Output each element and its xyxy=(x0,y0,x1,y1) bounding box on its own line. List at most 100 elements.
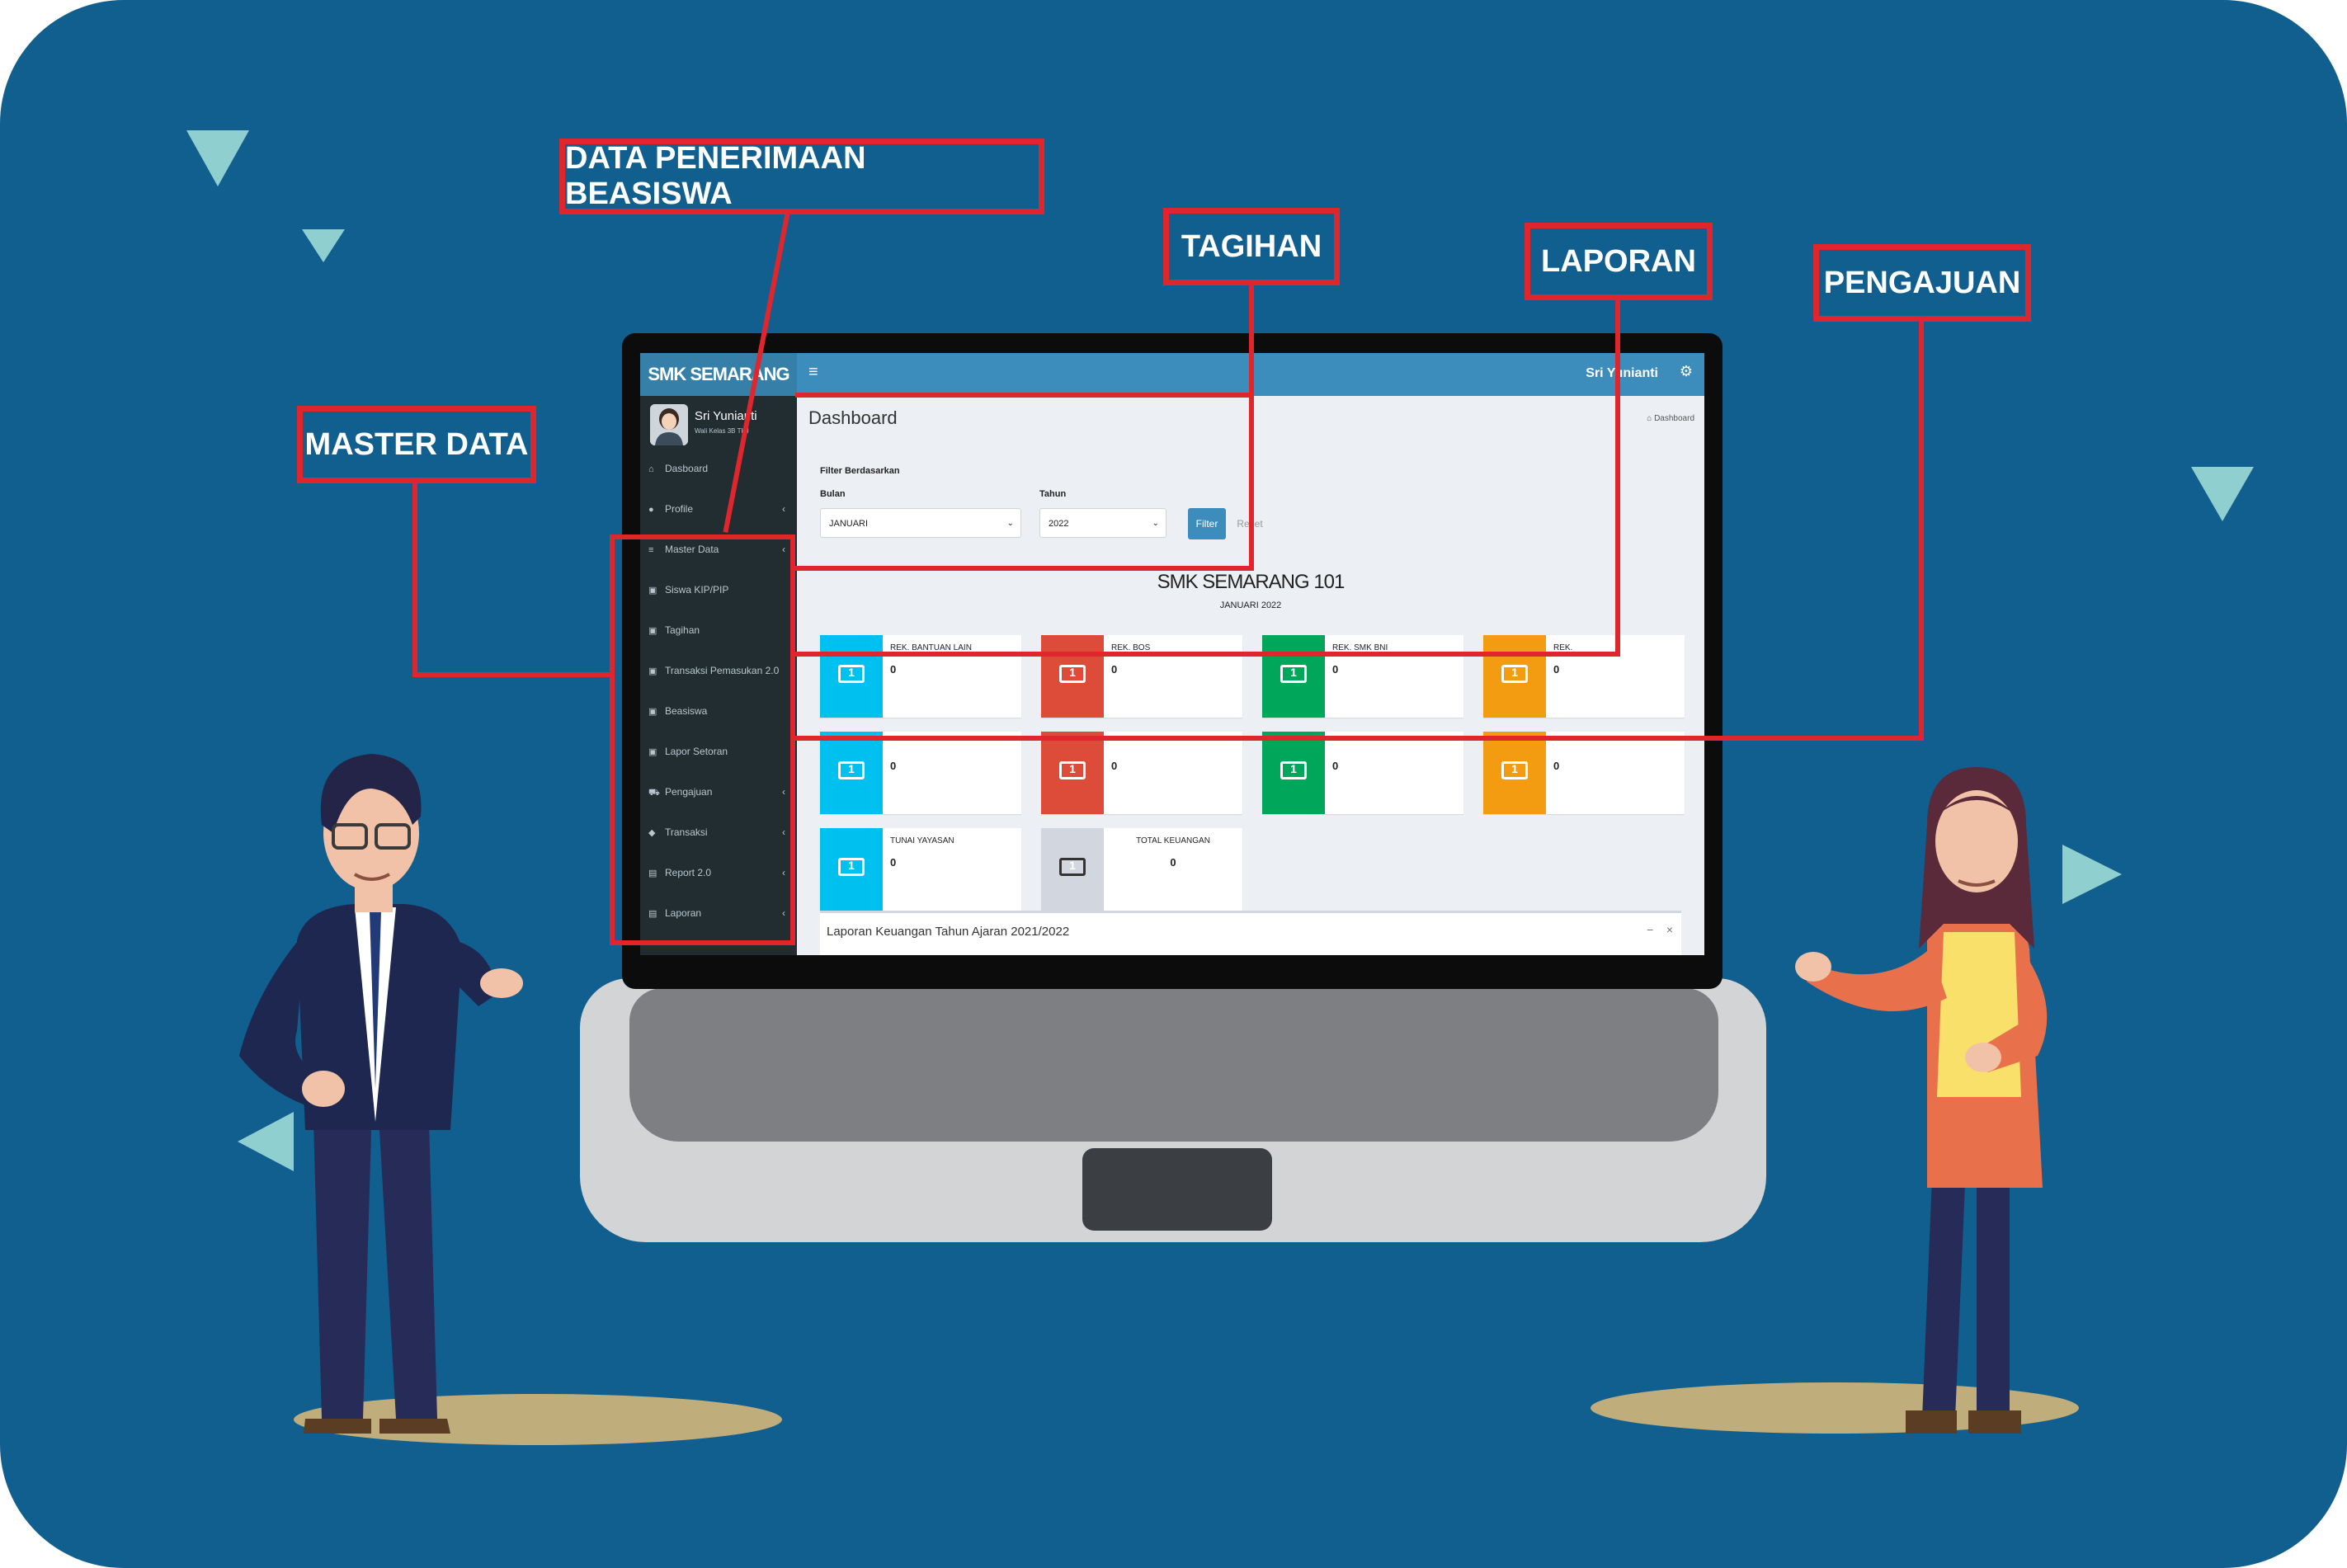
hamburger-icon[interactable]: ≡ xyxy=(808,363,818,381)
bulan-label: Bulan xyxy=(820,489,846,499)
breadcrumb[interactable]: ⌂ Dashboard xyxy=(1647,414,1694,423)
sidebar-item-label: Beasiswa xyxy=(665,705,708,717)
money-icon xyxy=(820,635,883,718)
info-box-value: 0 xyxy=(1332,663,1339,676)
info-box-label: REK. xyxy=(1553,643,1573,652)
sidebar-item-tagihan[interactable]: ▣Tagihan xyxy=(640,610,797,651)
tag-icon: ◆ xyxy=(648,828,656,838)
chevron-left-icon: ‹ xyxy=(782,907,785,919)
chevron-left-icon: ‹ xyxy=(782,503,785,515)
sidebar-item-lapor-setoran[interactable]: ▣ Lapor Setoran xyxy=(640,732,797,772)
sidebar-item-label: Dasboard xyxy=(665,463,709,474)
info-box-value: 0 xyxy=(1111,760,1118,772)
chevron-left-icon: ‹ xyxy=(782,826,785,838)
sidebar-item-label: Report 2.0 xyxy=(665,867,712,878)
home-icon: ⌂ xyxy=(648,464,654,474)
user-icon: ● xyxy=(648,505,654,515)
info-box-value: 0 xyxy=(1553,663,1560,676)
info-box-value: 0 xyxy=(1553,760,1560,772)
connector-line xyxy=(794,736,1924,741)
money-icon xyxy=(1041,635,1104,718)
file-icon: ▤ xyxy=(648,869,657,878)
filter-button[interactable]: Filter xyxy=(1188,508,1226,539)
chevron-down-icon: ⌄ xyxy=(1006,519,1014,528)
tahun-select-value: 2022 xyxy=(1049,519,1069,529)
sidebar-item-label: Transaksi xyxy=(665,826,708,838)
info-box-value: 0 xyxy=(890,856,897,869)
connector-line xyxy=(794,652,1620,657)
minimize-icon[interactable]: − xyxy=(1647,923,1654,936)
chevron-left-icon: ‹ xyxy=(782,867,785,878)
info-box-value: 0 xyxy=(890,663,897,676)
money-icon: ▣ xyxy=(648,586,657,596)
laptop-keyboard-well xyxy=(629,988,1718,1142)
man-illustration xyxy=(239,754,523,1434)
sidebar-item-profile[interactable]: ● Profile ‹ xyxy=(640,489,797,530)
decor-triangle xyxy=(2062,845,2122,904)
sidebar-item-beasiswa[interactable]: ▣ Beasiswa xyxy=(640,691,797,732)
sidebar-item-label: Laporan xyxy=(665,907,702,919)
bulan-select-value: JANUARI xyxy=(829,519,869,529)
breadcrumb-label: Dashboard xyxy=(1654,414,1694,423)
connector-line xyxy=(412,672,612,677)
tahun-select[interactable]: 2022⌄ xyxy=(1039,508,1166,538)
info-box-label: TUNAI YAYASAN xyxy=(890,836,954,845)
user-panel-role: Wali Kelas 3B TKJ xyxy=(695,427,749,435)
sidebar-item-pengajuan[interactable]: ⛟Pengajuan‹ xyxy=(640,772,797,812)
home-icon: ⌂ xyxy=(1647,414,1655,423)
info-box-label: REK. BANTUAN LAIN xyxy=(890,643,972,652)
top-user-name[interactable]: Sri Yunianti xyxy=(1586,366,1658,380)
report-title: SMK SEMARANG 101 xyxy=(1157,571,1346,593)
sidebar-item-label: Transaksi Pemasukan 2.0 xyxy=(665,665,780,676)
cart-icon: ⛟ xyxy=(648,788,660,798)
file-icon: ▤ xyxy=(648,909,657,919)
sidebar-item-label: Profile xyxy=(665,503,694,515)
filter-heading: Filter Berdasarkan xyxy=(820,466,900,476)
info-box: 0 xyxy=(1041,732,1242,814)
user-panel: Sri Yunianti Wali Kelas 3B TKJ xyxy=(640,396,797,447)
money-icon xyxy=(820,732,883,814)
chevron-left-icon: ‹ xyxy=(782,786,785,798)
page-title: Dashboard xyxy=(808,407,898,428)
money-icon: ▣ xyxy=(648,707,657,717)
database-icon: ≡ xyxy=(648,545,654,555)
close-icon[interactable]: × xyxy=(1666,923,1673,936)
info-box-label: REK. SMK BNI xyxy=(1332,643,1388,652)
info-box-label: REK. BOS xyxy=(1111,643,1151,652)
callout-master-data: MASTER DATA xyxy=(297,406,536,483)
woman-illustration xyxy=(1795,767,2048,1434)
decor-triangle xyxy=(302,229,345,262)
sidebar-item-transaksi[interactable]: ◆ Transaksi ‹ xyxy=(640,812,797,853)
connector-line xyxy=(1919,317,1924,741)
decor-triangle xyxy=(238,1112,294,1171)
sidebar-item-label: Lapor Setoran xyxy=(665,746,728,757)
finance-report-panel: Laporan Keuangan Tahun Ajaran 2021/2022 … xyxy=(820,911,1681,955)
brand-logo[interactable]: SMK SEMARANG 101 xyxy=(640,353,797,427)
info-box-value: 0 xyxy=(1111,663,1118,676)
laptop-trackpad xyxy=(1082,1148,1272,1231)
connector-line xyxy=(1615,295,1620,655)
sidebar-item-siswa-kip-pip[interactable]: ▣Siswa KIP/PIP xyxy=(640,570,797,610)
decor-triangle xyxy=(186,130,249,186)
sidebar-item-label: Tagihan xyxy=(665,624,700,636)
highlight-filter-area xyxy=(795,393,1254,571)
info-box: TUNAI YAYASAN 0 xyxy=(820,828,1021,911)
money-icon: ▣ xyxy=(648,747,657,757)
highlight-master-data-menu xyxy=(610,534,795,945)
sidebar-item-dasboard[interactable]: ⌂ Dasboard xyxy=(640,449,797,489)
sidebar-item-label: Master Data xyxy=(665,544,719,555)
sidebar-item-master-data[interactable]: ≡ Master Data ‹ xyxy=(640,530,797,570)
report-subtitle: JANUARI 2022 xyxy=(1219,600,1282,610)
money-icon xyxy=(1041,732,1104,814)
sidebar-item-transaksi-pemasukan-2-0[interactable]: ▣Transaksi Pemasukan 2.0 xyxy=(640,651,797,691)
info-box-value: 0 xyxy=(1170,856,1176,869)
info-box: REK. BANTUAN LAIN 0 xyxy=(820,635,1021,718)
chevron-left-icon: ‹ xyxy=(782,544,785,555)
bulan-select[interactable]: JANUARI ⌄ xyxy=(820,508,1021,538)
tahun-label: Tahun xyxy=(1039,489,1067,499)
gears-icon[interactable]: ⚙ xyxy=(1679,363,1693,379)
info-box: REK. 0 xyxy=(1483,635,1685,718)
sidebar-item-report-2-0[interactable]: ▤ Report 2.0 ‹ xyxy=(640,853,797,893)
sidebar-item-laporan[interactable]: ▤ Laporan ‹ xyxy=(640,893,797,934)
